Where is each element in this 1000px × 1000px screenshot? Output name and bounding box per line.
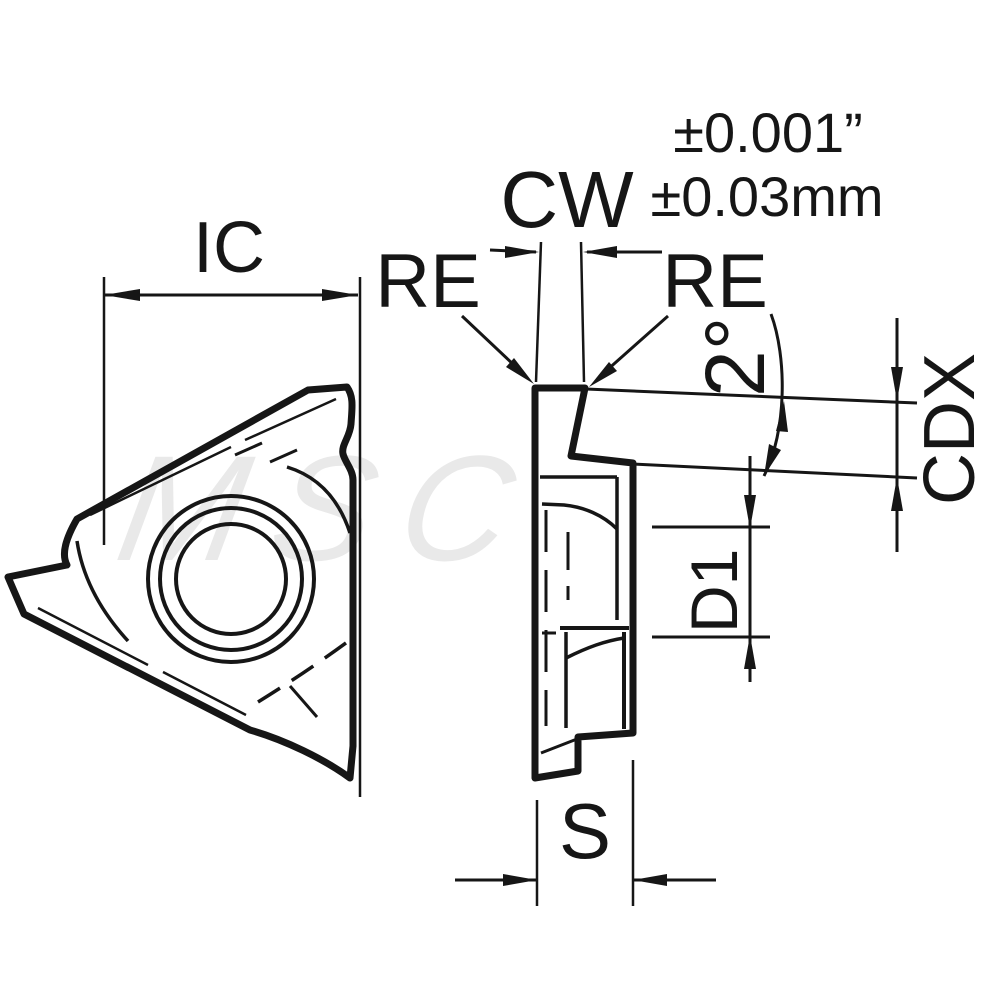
d1-dimension-label: D1 bbox=[677, 549, 751, 633]
corner-relief-arc-left bbox=[75, 540, 130, 643]
cw-extension-line-right bbox=[579, 241, 586, 383]
angle-arrowhead-upper bbox=[776, 401, 788, 432]
cw-arrowhead-left bbox=[505, 246, 539, 258]
watermark-text: MSC bbox=[107, 425, 554, 593]
re-left-leader-line bbox=[460, 314, 517, 368]
shoulder-reference-line bbox=[632, 462, 918, 480]
ic-arrowhead-left bbox=[104, 289, 140, 301]
top-edge-land-line bbox=[244, 397, 337, 442]
cw-extension-line-left bbox=[534, 241, 543, 383]
chip-breaker-dash bbox=[269, 448, 298, 464]
bottom-edge-land-line bbox=[162, 670, 247, 717]
s-dimension-label: S bbox=[559, 787, 611, 875]
angle-arrowhead-lower bbox=[764, 444, 781, 476]
s-arrowhead-right bbox=[633, 874, 667, 886]
top-surface-reference-line bbox=[585, 387, 918, 405]
corner-relief-arc-bottom-right bbox=[257, 638, 352, 704]
angle-dimension-label: 2° bbox=[688, 317, 782, 397]
bottom-chamfer-line bbox=[540, 737, 578, 755]
re-right-arrowhead bbox=[589, 362, 617, 387]
cdx-arrowhead-upper bbox=[891, 367, 903, 401]
screw-hole-bore-circle bbox=[174, 522, 288, 636]
ic-arrowhead-right bbox=[322, 289, 358, 301]
clamp-groove-curve-upper bbox=[541, 502, 619, 531]
re-right-leader-line bbox=[605, 314, 669, 373]
corner-facet-line-bottom-right bbox=[288, 685, 319, 718]
corner-relief-arc-top-right bbox=[286, 465, 352, 534]
clamp-groove-curve-lower bbox=[565, 636, 625, 660]
screw-hole-outer-circle bbox=[146, 494, 316, 664]
re-right-label: RE bbox=[662, 239, 768, 324]
bottom-edge-land-line bbox=[37, 606, 149, 667]
cw-tolerance-mm-label: ±0.03mm bbox=[650, 165, 883, 228]
re-left-label: RE bbox=[375, 239, 481, 324]
ic-dimension-label: IC bbox=[193, 208, 265, 288]
chip-breaker-dash bbox=[234, 441, 263, 457]
top-edge-land-line bbox=[89, 445, 232, 517]
cw-tolerance-inch-label: ±0.001” bbox=[673, 101, 863, 164]
profile-outline bbox=[531, 384, 637, 782]
insert-face-view: IC bbox=[4, 208, 362, 797]
cdx-dimension-label: CDX bbox=[910, 353, 990, 505]
screw-hole-countersink-circle bbox=[158, 506, 304, 652]
re-left-arrowhead bbox=[506, 358, 534, 384]
d1-arrowhead-lower bbox=[744, 635, 756, 669]
cw-arrowhead-right bbox=[583, 246, 617, 258]
cdx-arrowhead-lower bbox=[891, 477, 903, 511]
insert-side-profile-view: CW ±0.001” ±0.03mm RE RE 2° CDX D1 bbox=[375, 101, 990, 906]
d1-arrowhead-upper bbox=[744, 495, 756, 529]
cw-dimension-label: CW bbox=[500, 155, 634, 244]
insert-outline bbox=[4, 383, 357, 782]
s-arrowhead-left bbox=[503, 874, 537, 886]
